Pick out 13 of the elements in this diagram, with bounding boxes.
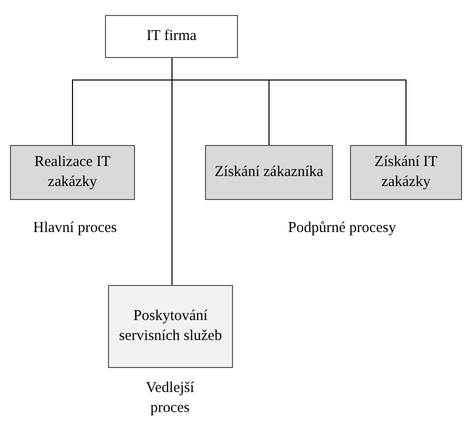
process-box	[205, 145, 333, 200]
category-label: Vedlejší proces	[144, 379, 196, 418]
process-box	[105, 15, 238, 58]
process-box	[108, 285, 233, 368]
box-label: Poskytování servisních služeb	[118, 307, 223, 346]
category-label: Podpůrné procesy	[287, 219, 397, 238]
box-label: IT firma	[145, 26, 198, 46]
process-box	[350, 145, 462, 200]
box-label: Realizace IT zakázky	[33, 153, 112, 192]
category-label: Hlavní proces	[32, 219, 118, 238]
box-label: Získání zákazníka	[214, 162, 324, 182]
process-box	[10, 145, 135, 200]
box-label: Získání IT zakázky	[374, 153, 438, 192]
